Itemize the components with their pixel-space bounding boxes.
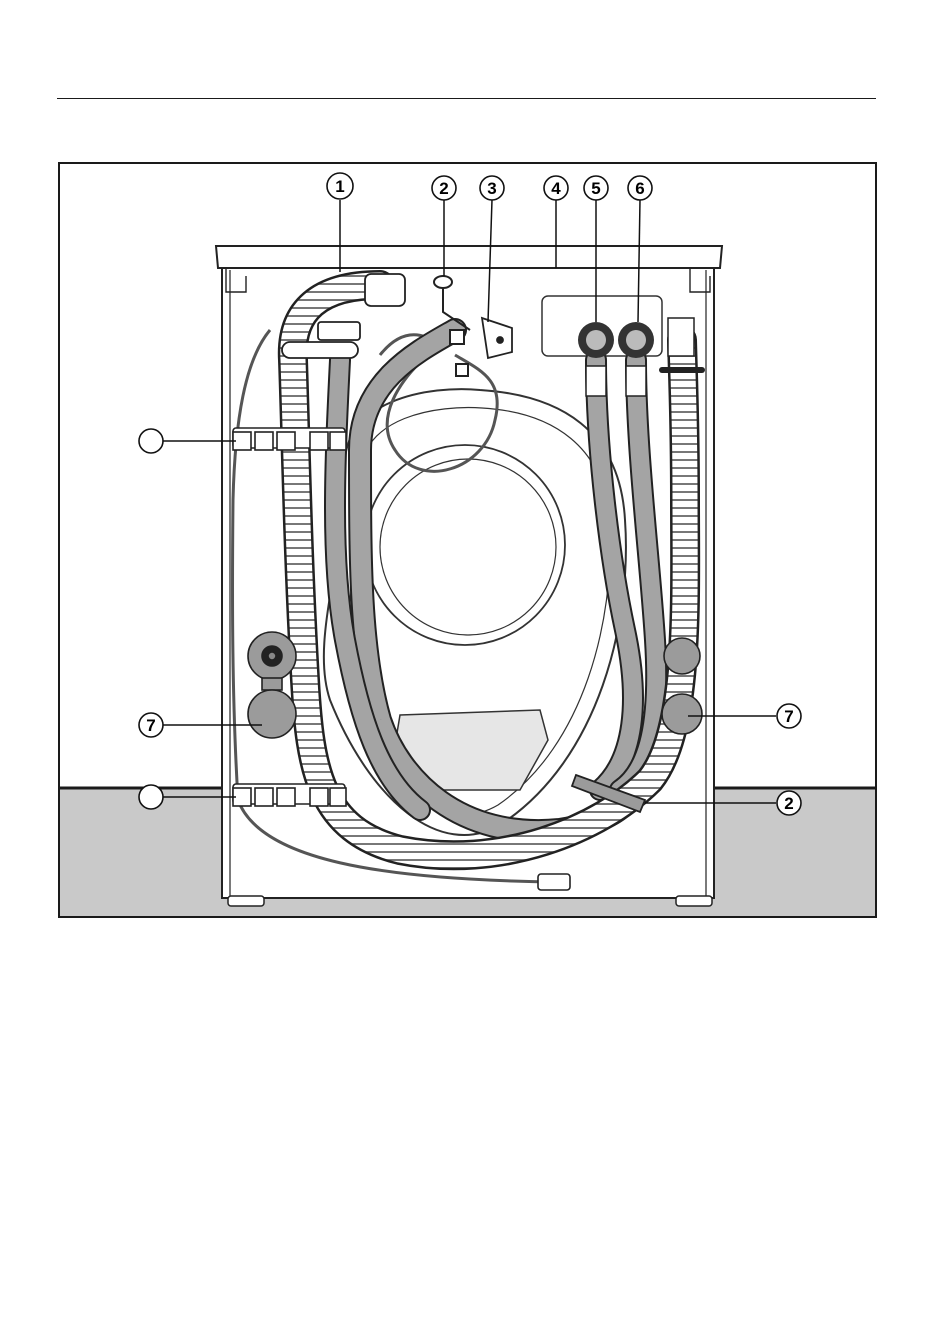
svg-text:5: 5: [591, 179, 600, 198]
callout-6: 6: [628, 176, 652, 200]
svg-text:7: 7: [784, 707, 793, 726]
hose-clips-lower: [233, 784, 346, 806]
callout-1: 1: [327, 173, 353, 199]
svg-text:6: 6: [635, 179, 644, 198]
callout-4: 4: [544, 176, 568, 200]
callout-3: 3: [480, 176, 504, 200]
svg-text:2: 2: [439, 179, 448, 198]
inlet-valve-5: [578, 322, 614, 358]
hose-clips-upper: [233, 428, 346, 450]
callout-5: 5: [584, 176, 608, 200]
cable-clip: [538, 874, 570, 890]
inlet-valve-6: [618, 322, 654, 358]
svg-text:2: 2: [784, 794, 793, 813]
callout-7-right: 7: [777, 704, 801, 728]
svg-text:3: 3: [487, 179, 496, 198]
svg-text:1: 1: [335, 177, 344, 196]
svg-text:7: 7: [146, 716, 155, 735]
svg-text:4: 4: [551, 179, 561, 198]
callout-left-lower: [139, 785, 163, 809]
callout-left-upper: [139, 429, 163, 453]
callout-2-bottom: 2: [777, 791, 801, 815]
callout-7-left: 7: [139, 713, 163, 737]
callout-2-top: 2: [432, 176, 456, 200]
